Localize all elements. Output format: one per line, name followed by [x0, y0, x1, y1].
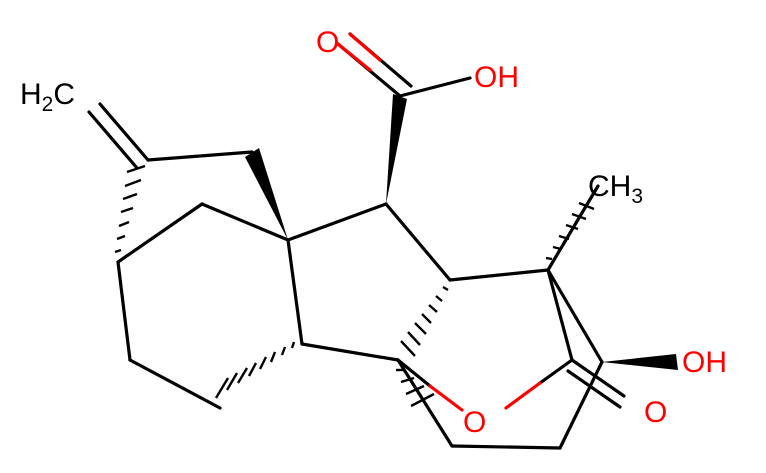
methylene-label: H2C [20, 78, 75, 116]
bond [504, 381, 542, 410]
carbonyl-oxygen-label: O [316, 26, 339, 59]
bond [450, 444, 562, 450]
bond [384, 202, 452, 282]
hydroxyl-label: OH [682, 346, 727, 379]
bond [300, 342, 400, 362]
bond [286, 238, 304, 346]
methylene-double-bond [87, 102, 150, 170]
wedge-bond [602, 354, 678, 370]
bond [348, 32, 382, 62]
hashed-bond [396, 368, 435, 408]
bond [570, 358, 626, 398]
bond [396, 358, 454, 448]
bond [566, 369, 622, 409]
bond [98, 102, 150, 162]
bond [87, 110, 139, 170]
bond [146, 150, 254, 162]
bond [538, 358, 574, 385]
bond [428, 384, 464, 412]
wedge-bond [386, 94, 407, 204]
bond [448, 268, 550, 282]
single-bonds [116, 32, 626, 450]
bond [128, 358, 222, 410]
hashed-bonds [114, 164, 595, 408]
hashed-bond [545, 201, 595, 261]
bond [546, 268, 574, 362]
ring-oxygen-label: O [463, 406, 486, 439]
bond [398, 76, 472, 98]
bond [396, 358, 432, 388]
wedge-bond [245, 148, 288, 240]
bond [546, 268, 604, 364]
lactone-carbonyl-oxygen-label: O [644, 396, 667, 429]
wedge-bonds [245, 94, 678, 370]
heteroatom-bonds [336, 32, 574, 412]
bond [200, 202, 290, 242]
hashed-bond [400, 285, 449, 357]
hashed-bond [214, 341, 296, 399]
atom-labels: H2C CH3 O OH OH O O [20, 26, 727, 439]
bond [286, 202, 388, 242]
bond [336, 42, 372, 72]
methyl-label: CH3 [588, 170, 643, 208]
bond [116, 260, 132, 362]
hashed-bond [114, 164, 146, 254]
bond [116, 202, 204, 264]
acid-hydroxyl-label: OH [474, 61, 519, 94]
